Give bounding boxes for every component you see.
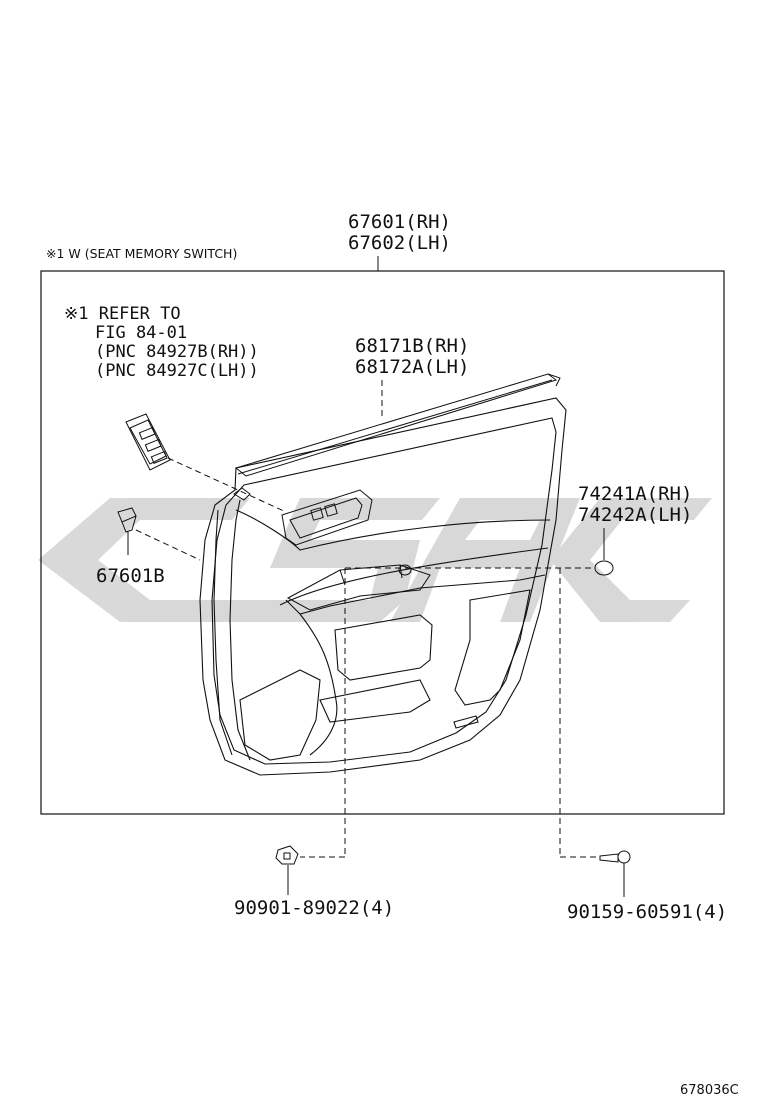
cover-part <box>594 528 614 576</box>
clip-part <box>117 507 137 555</box>
weatherstrip-rh-label: 68171B(RH) <box>355 335 470 357</box>
door-trim-panel <box>199 397 567 776</box>
weatherstrip <box>234 373 561 477</box>
refer-note-line2: FIG 84-01 <box>95 323 188 343</box>
door-handle <box>286 564 431 611</box>
refer-note-line4: (PNC 84927C(LH)) <box>95 361 259 381</box>
assembly-dash-lines <box>135 380 598 858</box>
clip-label: 67601B <box>96 565 165 587</box>
cover-rh-label: 74241A(RH) <box>578 483 693 505</box>
cover-lh-label: 74242A(LH) <box>578 504 693 526</box>
refer-note-line1: ※1 REFER TO <box>64 304 181 324</box>
refer-note-line3: (PNC 84927B(RH)) <box>95 342 259 362</box>
screw-part <box>599 850 631 897</box>
assembly-frame <box>40 270 725 815</box>
screw-label: 90159-60591(4) <box>567 901 728 923</box>
panel-lh-label: 67602(LH) <box>348 232 451 254</box>
panel-top-clip <box>233 487 251 501</box>
panel-rh-label: 67601(RH) <box>348 211 451 233</box>
watermark-logo <box>38 498 712 622</box>
nut-label: 90901-89022(4) <box>234 897 395 919</box>
nut-part <box>275 845 299 895</box>
seat-memory-switch <box>125 413 171 471</box>
weatherstrip-lh-label: 68172A(LH) <box>355 356 470 378</box>
switch-bezel <box>281 489 373 546</box>
header-note: ※1 W (SEAT MEMORY SWITCH) <box>46 246 238 261</box>
figure-code: 678036C <box>680 1083 739 1098</box>
